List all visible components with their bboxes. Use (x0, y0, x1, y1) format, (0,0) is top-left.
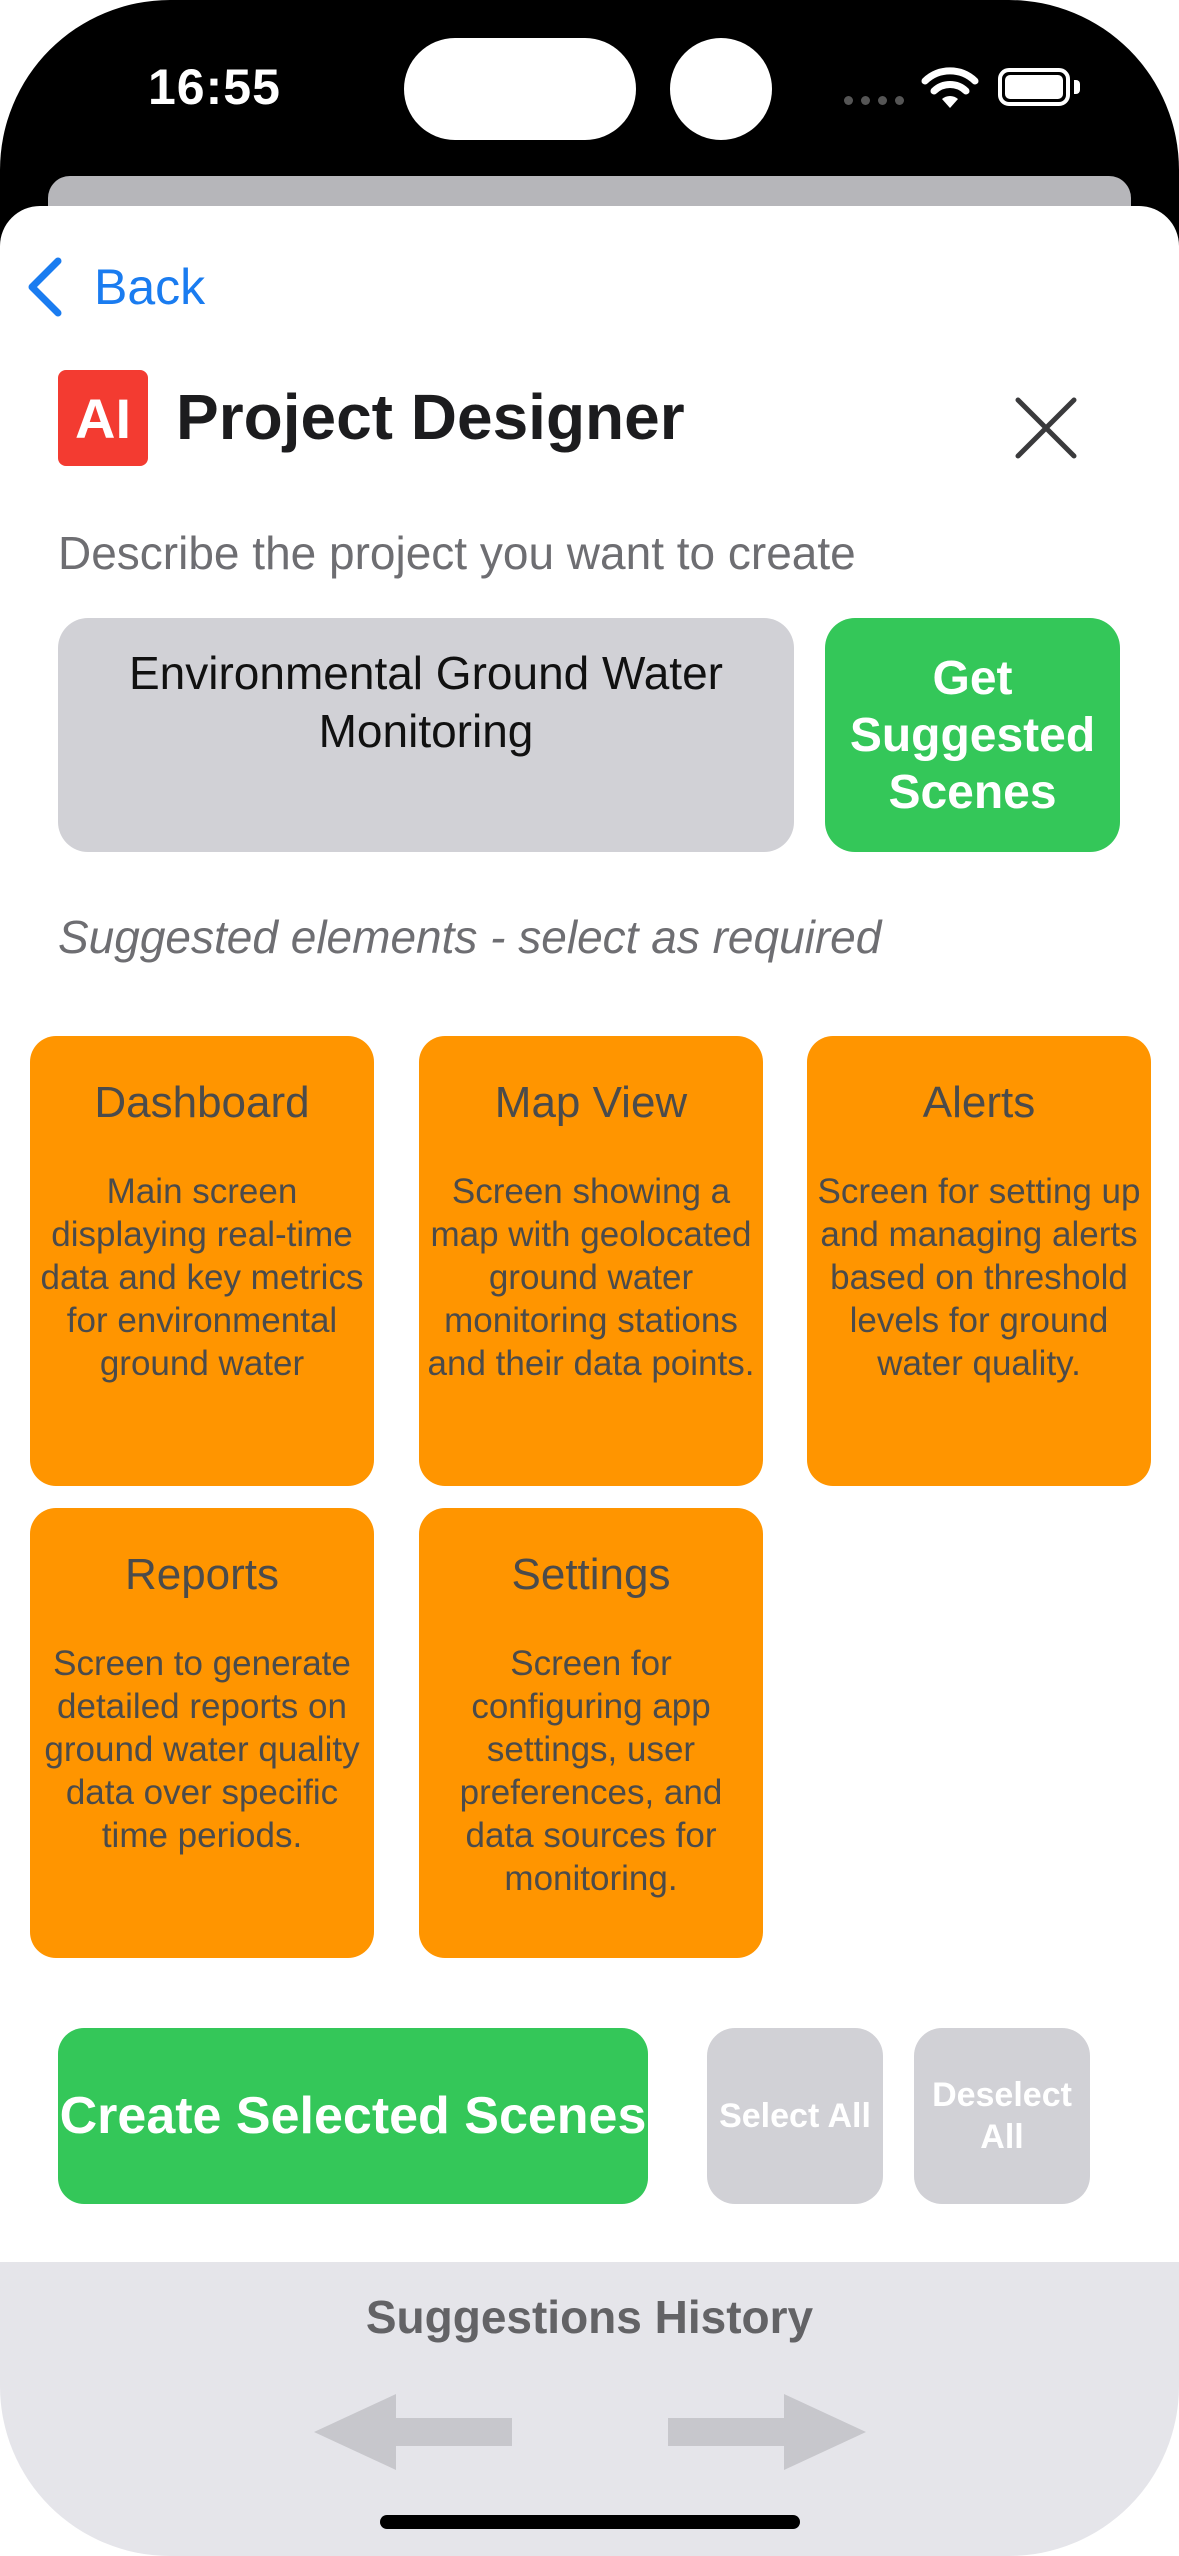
status-time: 16:55 (148, 59, 281, 115)
suggestions-history-panel (0, 2262, 1179, 2556)
battery-nub (1074, 80, 1080, 94)
arrow-right-icon[interactable] (666, 2392, 866, 2472)
card-description: Main screen displaying real-time data an… (40, 1172, 364, 1383)
page-title: Project Designer (176, 381, 685, 453)
card-description: Screen for setting up and managing alert… (817, 1172, 1141, 1383)
close-icon[interactable] (1012, 394, 1080, 462)
get-suggested-scenes-button[interactable]: Get Suggested Scenes (825, 618, 1120, 852)
suggested-elements-label: Suggested elements - select as required (58, 911, 882, 963)
scene-card-map-view[interactable]: Map View Screen showing a map with geolo… (419, 1036, 763, 1486)
card-title: Dashboard (94, 1078, 310, 1127)
arrow-left-icon[interactable] (314, 2392, 514, 2472)
scene-card-alerts[interactable]: Alerts Screen for setting up and managin… (807, 1036, 1151, 1486)
dynamic-island (404, 38, 636, 140)
chevron-left-icon (28, 257, 62, 317)
battery-icon (998, 68, 1070, 106)
card-title: Map View (494, 1078, 688, 1127)
home-indicator[interactable] (380, 2515, 800, 2529)
card-description: Screen showing a map with geolocated gro… (427, 1172, 755, 1383)
card-title: Settings (511, 1550, 671, 1599)
ai-logo: AI (58, 370, 148, 466)
card-description: Screen to generate detailed reports on g… (44, 1644, 360, 1855)
card-title: Alerts (922, 1078, 1036, 1127)
scene-card-settings[interactable]: Settings Screen for configuring app sett… (419, 1508, 763, 1958)
create-selected-scenes-button[interactable]: Create Selected Scenes (58, 2028, 648, 2204)
back-label: Back (94, 259, 206, 315)
card-description: Screen for configuring app settings, use… (459, 1644, 723, 1898)
deselect-all-button[interactable]: Deselect All (914, 2028, 1090, 2204)
card-title: Reports (124, 1550, 280, 1599)
scene-card-reports[interactable]: Reports Screen to generate detailed repo… (30, 1508, 374, 1958)
select-all-button[interactable]: Select All (707, 2028, 883, 2204)
cellular-signal-icon (844, 96, 906, 105)
back-button[interactable]: Back (24, 256, 205, 318)
wifi-icon (921, 67, 979, 108)
scene-card-dashboard[interactable]: Dashboard Main screen displaying real-ti… (30, 1036, 374, 1486)
project-description-input[interactable]: Environmental Ground Water Monitoring (58, 618, 794, 852)
suggestions-history-title: Suggestions History (365, 2291, 814, 2343)
describe-project-label: Describe the project you want to create (58, 527, 856, 579)
camera-dot (670, 38, 772, 140)
